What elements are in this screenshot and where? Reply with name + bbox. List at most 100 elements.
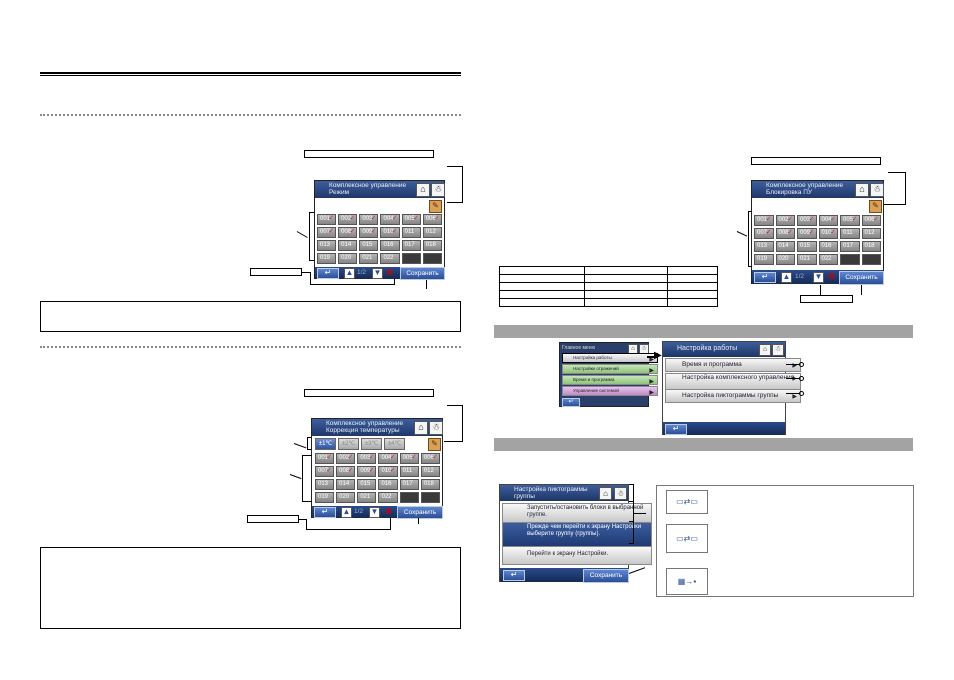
unit-cell[interactable]: 006✓ [422, 214, 442, 225]
go-to-settings-item[interactable]: Перейти к экрану Настройки. [502, 546, 652, 565]
unit-cell[interactable]: 016 [378, 479, 398, 490]
unit-cell[interactable]: 003✓ [357, 453, 377, 464]
home-icon[interactable]: ⌂ [599, 487, 612, 500]
unit-cell[interactable]: 003✓ [359, 214, 379, 225]
unit-cell[interactable]: 011 [401, 227, 421, 238]
unit-cell[interactable]: 001✓ [754, 215, 774, 226]
page-up-button[interactable]: ▲ [341, 507, 352, 518]
unit-cell[interactable]: 014 [775, 241, 795, 252]
unit-cell[interactable]: 007✓ [317, 227, 337, 238]
unit-cell[interactable]: 014 [338, 240, 358, 251]
unit-cell[interactable]: 007✓ [754, 228, 774, 239]
grid-select-icon[interactable]: ▦ [828, 273, 835, 280]
unit-cell[interactable]: 022 [378, 492, 398, 503]
back-button[interactable]: ↵ [317, 268, 339, 279]
unit-cell[interactable]: 008✓ [338, 227, 358, 238]
menu-item-work-settings[interactable]: Настройка работы▶ [562, 353, 658, 363]
user-icon[interactable]: ☃ [870, 183, 884, 197]
tab-correction[interactable]: ±1℃ [315, 438, 336, 450]
unit-cell[interactable]: 001✓ [317, 214, 337, 225]
unit-cell[interactable]: 019 [317, 253, 337, 264]
unit-cell[interactable]: 022 [380, 253, 400, 264]
unit-cell[interactable]: 014 [336, 479, 356, 490]
save-button[interactable]: Сохранить [583, 569, 629, 583]
menu-item-system-control[interactable]: Управление системой▶ [562, 386, 658, 396]
unit-cell[interactable]: 020 [775, 254, 795, 265]
unit-cell[interactable]: 015 [357, 479, 377, 490]
unit-cell[interactable]: 020 [338, 253, 358, 264]
user-icon[interactable]: ☃ [614, 487, 627, 500]
unit-cell[interactable]: 004✓ [818, 215, 838, 226]
unit-cell[interactable]: 015 [797, 241, 817, 252]
unit-cell[interactable]: 010✓ [378, 466, 398, 477]
unit-cell[interactable]: 002✓ [775, 215, 795, 226]
home-icon[interactable]: ⌂ [414, 421, 428, 435]
grid-select-icon[interactable]: ▦ [385, 508, 392, 515]
back-button[interactable]: ↵ [314, 507, 336, 518]
user-icon[interactable]: ☃ [429, 421, 443, 435]
unit-cell[interactable]: 020 [336, 492, 356, 503]
unit-cell[interactable]: 017 [399, 479, 419, 490]
unit-cell[interactable]: 005✓ [399, 453, 419, 464]
unit-cell[interactable]: 013 [317, 240, 337, 251]
menu-item-complex-control-settings[interactable]: Настройка комплексного управления▶ [665, 373, 801, 390]
back-button[interactable]: ↵ [503, 570, 525, 581]
unit-cell[interactable]: 002✓ [336, 453, 356, 464]
unit-cell[interactable]: 019 [315, 492, 335, 503]
page-down-button[interactable]: ▼ [813, 272, 824, 283]
unit-cell[interactable]: 011 [399, 466, 419, 477]
unit-cell[interactable] [399, 492, 419, 503]
unit-cell[interactable]: 018 [420, 479, 440, 490]
back-button[interactable]: ↵ [665, 424, 687, 435]
grid-select-icon[interactable]: ▦ [386, 269, 393, 276]
tool-icon[interactable]: ✎ [869, 200, 882, 213]
unit-cell[interactable]: 006✓ [861, 215, 881, 226]
back-button[interactable]: ↵ [754, 272, 776, 283]
unit-cell[interactable]: 017 [401, 240, 421, 251]
unit-cell[interactable]: 021 [359, 253, 379, 264]
unit-cell[interactable]: 010✓ [380, 227, 400, 238]
home-icon[interactable]: ⌂ [416, 183, 430, 197]
unit-cell[interactable]: 012 [422, 227, 442, 238]
unit-cell[interactable]: 008✓ [775, 228, 795, 239]
unit-cell[interactable]: 001✓ [315, 453, 335, 464]
unit-cell[interactable] [840, 254, 860, 265]
unit-cell[interactable]: 003✓ [797, 215, 817, 226]
unit-cell[interactable] [420, 492, 440, 503]
unit-cell[interactable]: 019 [754, 254, 774, 265]
unit-cell[interactable]: 012 [420, 466, 440, 477]
unit-cell[interactable]: 005✓ [840, 215, 860, 226]
unit-cell[interactable]: 016 [380, 240, 400, 251]
unit-cell[interactable]: 004✓ [380, 214, 400, 225]
tab-correction[interactable]: ±2℃ [338, 438, 359, 450]
unit-cell[interactable] [422, 253, 442, 264]
unit-cell[interactable]: 008✓ [336, 466, 356, 477]
save-button[interactable]: Сохранить [397, 506, 443, 519]
page-down-button[interactable]: ▼ [369, 507, 380, 518]
unit-cell[interactable] [861, 254, 881, 265]
unit-cell[interactable]: 016 [818, 241, 838, 252]
unit-cell[interactable]: 021 [357, 492, 377, 503]
unit-cell[interactable]: 022 [818, 254, 838, 265]
menu-item-group-icon-settings[interactable]: Настройка пиктограммы группы▶ [665, 389, 801, 403]
menu-item-time-program[interactable]: Время и программа▶ [665, 358, 801, 372]
unit-cell[interactable] [401, 253, 421, 264]
back-button[interactable]: ↵ [562, 398, 580, 407]
tab-correction[interactable]: ±4℃ [384, 438, 405, 450]
menu-item-time-program[interactable]: Время и программа▶ [562, 375, 658, 385]
save-button[interactable]: Сохранить [400, 267, 445, 280]
unit-cell[interactable]: 010✓ [818, 228, 838, 239]
unit-cell[interactable]: 013 [754, 241, 774, 252]
unit-cell[interactable]: 004✓ [378, 453, 398, 464]
unit-cell[interactable]: 018 [861, 241, 881, 252]
home-icon[interactable]: ⌂ [759, 344, 771, 356]
unit-cell[interactable]: 007✓ [315, 466, 335, 477]
user-icon[interactable]: ☃ [772, 344, 784, 356]
user-icon[interactable]: ☃ [431, 183, 445, 197]
unit-cell[interactable]: 018 [422, 240, 442, 251]
unit-cell[interactable]: 006✓ [420, 453, 440, 464]
unit-cell[interactable]: 021 [797, 254, 817, 265]
tab-correction[interactable]: ±3℃ [361, 438, 382, 450]
page-up-button[interactable]: ▲ [781, 272, 792, 283]
unit-cell[interactable]: 005✓ [401, 214, 421, 225]
